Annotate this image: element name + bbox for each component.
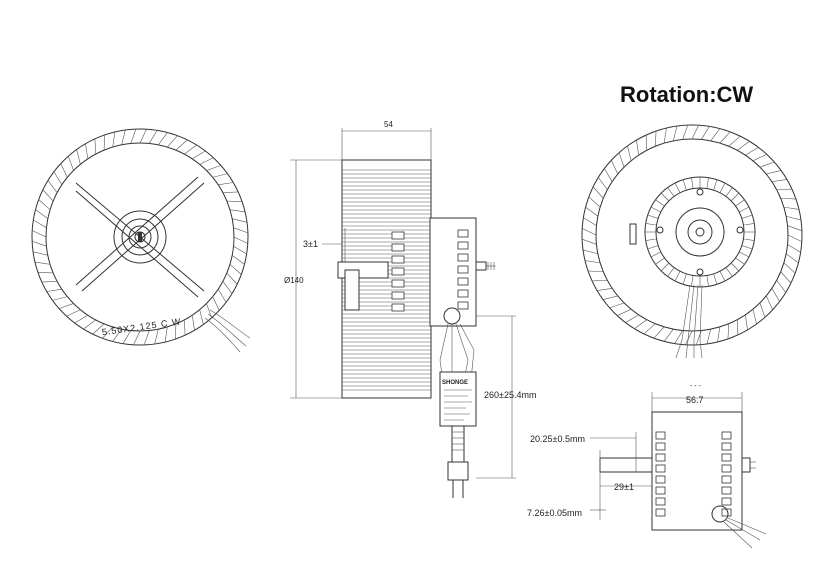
- svg-text:- - -: - - -: [690, 383, 702, 390]
- motor-side-view: - - - 56.7 20.25±0.5mm 29±1 7.26±0.05mm: [527, 383, 767, 549]
- rotation-title: Rotation:CW: [620, 82, 754, 107]
- motor-dim-c: 7.26±0.05mm: [527, 508, 582, 518]
- offset-dim: 3±1: [303, 239, 318, 249]
- diameter-dim: Ø140: [284, 276, 304, 285]
- wheel-label: 5.50X2.125 C W: [101, 316, 182, 337]
- plug-brand: SHONGE: [442, 380, 468, 386]
- side-view: 54 Ø140 3±1 260±: [284, 120, 536, 498]
- wheel-front-view: 5.50X2.125 C W: [31, 128, 251, 353]
- motor-dim-b: 29±1: [614, 482, 634, 492]
- motor-dim-a: 20.25±0.5mm: [530, 434, 585, 444]
- motor-width-dim: 56.7: [686, 395, 704, 405]
- width-dim-54: 54: [384, 120, 393, 129]
- cord-length-dim: 260±25.4mm: [484, 390, 536, 400]
- wheel-rear-view: [581, 124, 803, 359]
